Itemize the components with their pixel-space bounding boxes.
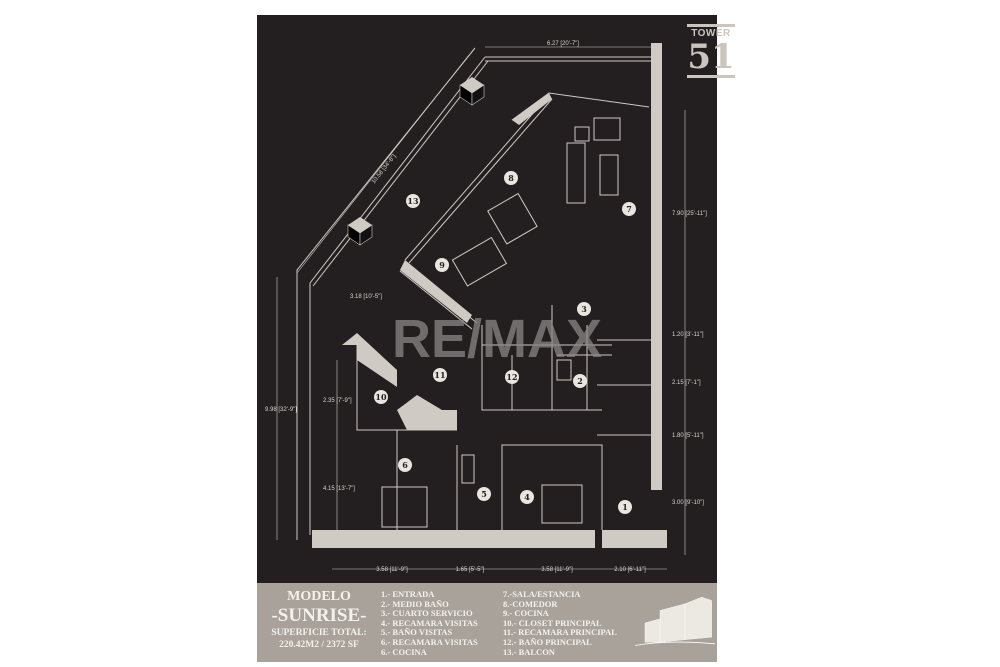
logo-line2: 51 xyxy=(687,37,735,77)
dim-right-1: 7.90 [25'-11"] xyxy=(672,211,707,217)
bottom-wall-right xyxy=(602,530,667,548)
legend-item: 9.- COCINA xyxy=(503,608,549,619)
legend-item: 6.- COCINA xyxy=(381,646,427,657)
balcony-outer-line xyxy=(296,47,476,540)
column-mid xyxy=(347,217,373,246)
bottom-wall-left xyxy=(312,530,595,548)
room-number: 1 xyxy=(622,502,628,512)
room-marker xyxy=(504,171,518,185)
tower-51-logo: TOWER 51 xyxy=(687,23,735,79)
remax-watermark: RE/MAX xyxy=(392,309,602,369)
legend-item: 1.- ENTRADA xyxy=(381,589,435,599)
legend-item: 12.- BAÑO PRINCIPAL xyxy=(503,636,592,647)
room-number: 12 xyxy=(506,372,517,382)
room-number: 10 xyxy=(375,392,387,402)
legend-item: 5.- BAÑO VISITAS xyxy=(381,627,453,638)
dim-bottom-3: 3.58 [11'-9"] xyxy=(541,567,573,573)
dim-left-1: 2.35 [7'-9"] xyxy=(323,398,352,404)
model-label: MODELO xyxy=(287,589,351,604)
room-number: 8 xyxy=(508,173,514,183)
column-top xyxy=(459,77,485,106)
legend-item: 13.- BALCON xyxy=(503,646,555,657)
top-wall xyxy=(485,56,651,62)
legend-item: 8.-COMEDOR xyxy=(503,598,558,609)
floor-plan: 6.27 [20'-7"] 10.58 [34'-8"] 7.90 [25'-1… xyxy=(257,15,735,583)
building-illustration xyxy=(635,596,715,646)
room-marker xyxy=(433,368,447,382)
room-number: 13 xyxy=(407,196,419,206)
room-marker xyxy=(406,194,420,208)
right-exterior-wall xyxy=(651,43,662,490)
dim-left-diag: 3.18 [10'-5"] xyxy=(350,294,382,300)
dim-right-2: 1.20 [3'-11"] xyxy=(672,332,704,338)
room-marker xyxy=(520,490,534,504)
dim-right-3: 2.15 [7'-1"] xyxy=(672,380,701,386)
dim-diagonal: 10.58 [34'-8"] xyxy=(371,153,398,185)
surface-value: 220.42M2 / 2372 SF xyxy=(279,640,359,650)
dim-bottom-2: 1.65 [5'-5"] xyxy=(456,567,485,573)
room-marker xyxy=(618,500,632,514)
legend-item: 4.- RECAMARA VISITAS xyxy=(381,617,478,628)
legend-item: 7.-SALA/ESTANCIA xyxy=(503,589,581,599)
dim-bottom-4: 2.10 [6'-11"] xyxy=(614,567,646,573)
room-marker xyxy=(398,458,412,472)
room-number: 7 xyxy=(626,204,632,214)
model-info: MODELO -SUNRISE- SUPERFICIE TOTAL: 220.4… xyxy=(263,589,375,651)
logo-line1: TOWER xyxy=(691,28,731,39)
interior-diagonal-wall xyxy=(404,94,553,264)
room-marker xyxy=(505,370,519,384)
room-number: 11 xyxy=(434,370,445,380)
legend-item: 6.- RECAMARA VISITAS xyxy=(381,636,478,647)
dim-top: 6.27 [20'-7"] xyxy=(547,41,579,47)
room-number: 2 xyxy=(577,376,583,386)
room-number: 5 xyxy=(481,489,487,499)
legend-item: 10.- CLOSET PRINCIPAL xyxy=(503,617,602,628)
dim-right-4: 1.80 [5'-11"] xyxy=(672,433,704,439)
dim-left-2: 4.15 [13'-7"] xyxy=(323,486,355,492)
room-marker xyxy=(435,258,449,272)
room-number: 9 xyxy=(439,260,445,270)
dim-right-5: 3.00 [9'-10"] xyxy=(672,500,704,506)
balcony-rail xyxy=(309,56,486,535)
model-name: -SUNRISE- xyxy=(271,605,367,626)
room-marker xyxy=(573,374,587,388)
room-marker xyxy=(622,202,636,216)
room-marker xyxy=(374,390,388,404)
dim-left-total: 9.98 [32'-9"] xyxy=(265,407,297,413)
legend-item: 11.- RECAMARA PRINCIPAL xyxy=(503,627,617,638)
room-number: 4 xyxy=(524,492,530,502)
room-number: 6 xyxy=(402,460,408,470)
surface-label: SUPERFICIE TOTAL: xyxy=(271,628,367,638)
room-number: 3 xyxy=(581,304,587,314)
room-marker xyxy=(577,302,591,316)
legend-item: 2.- MEDIO BAÑO xyxy=(381,598,449,609)
info-band: MODELO -SUNRISE- SUPERFICIE TOTAL: 220.4… xyxy=(257,583,717,662)
room-marker xyxy=(477,487,491,501)
legend-item: 3.- CUARTO SERVICIO xyxy=(381,608,473,619)
floor-plan-drawing: 6.27 [20'-7"] 10.58 [34'-8"] 7.90 [25'-1… xyxy=(265,41,707,573)
dim-bottom-1: 3.58 [11'-9"] xyxy=(376,567,408,573)
